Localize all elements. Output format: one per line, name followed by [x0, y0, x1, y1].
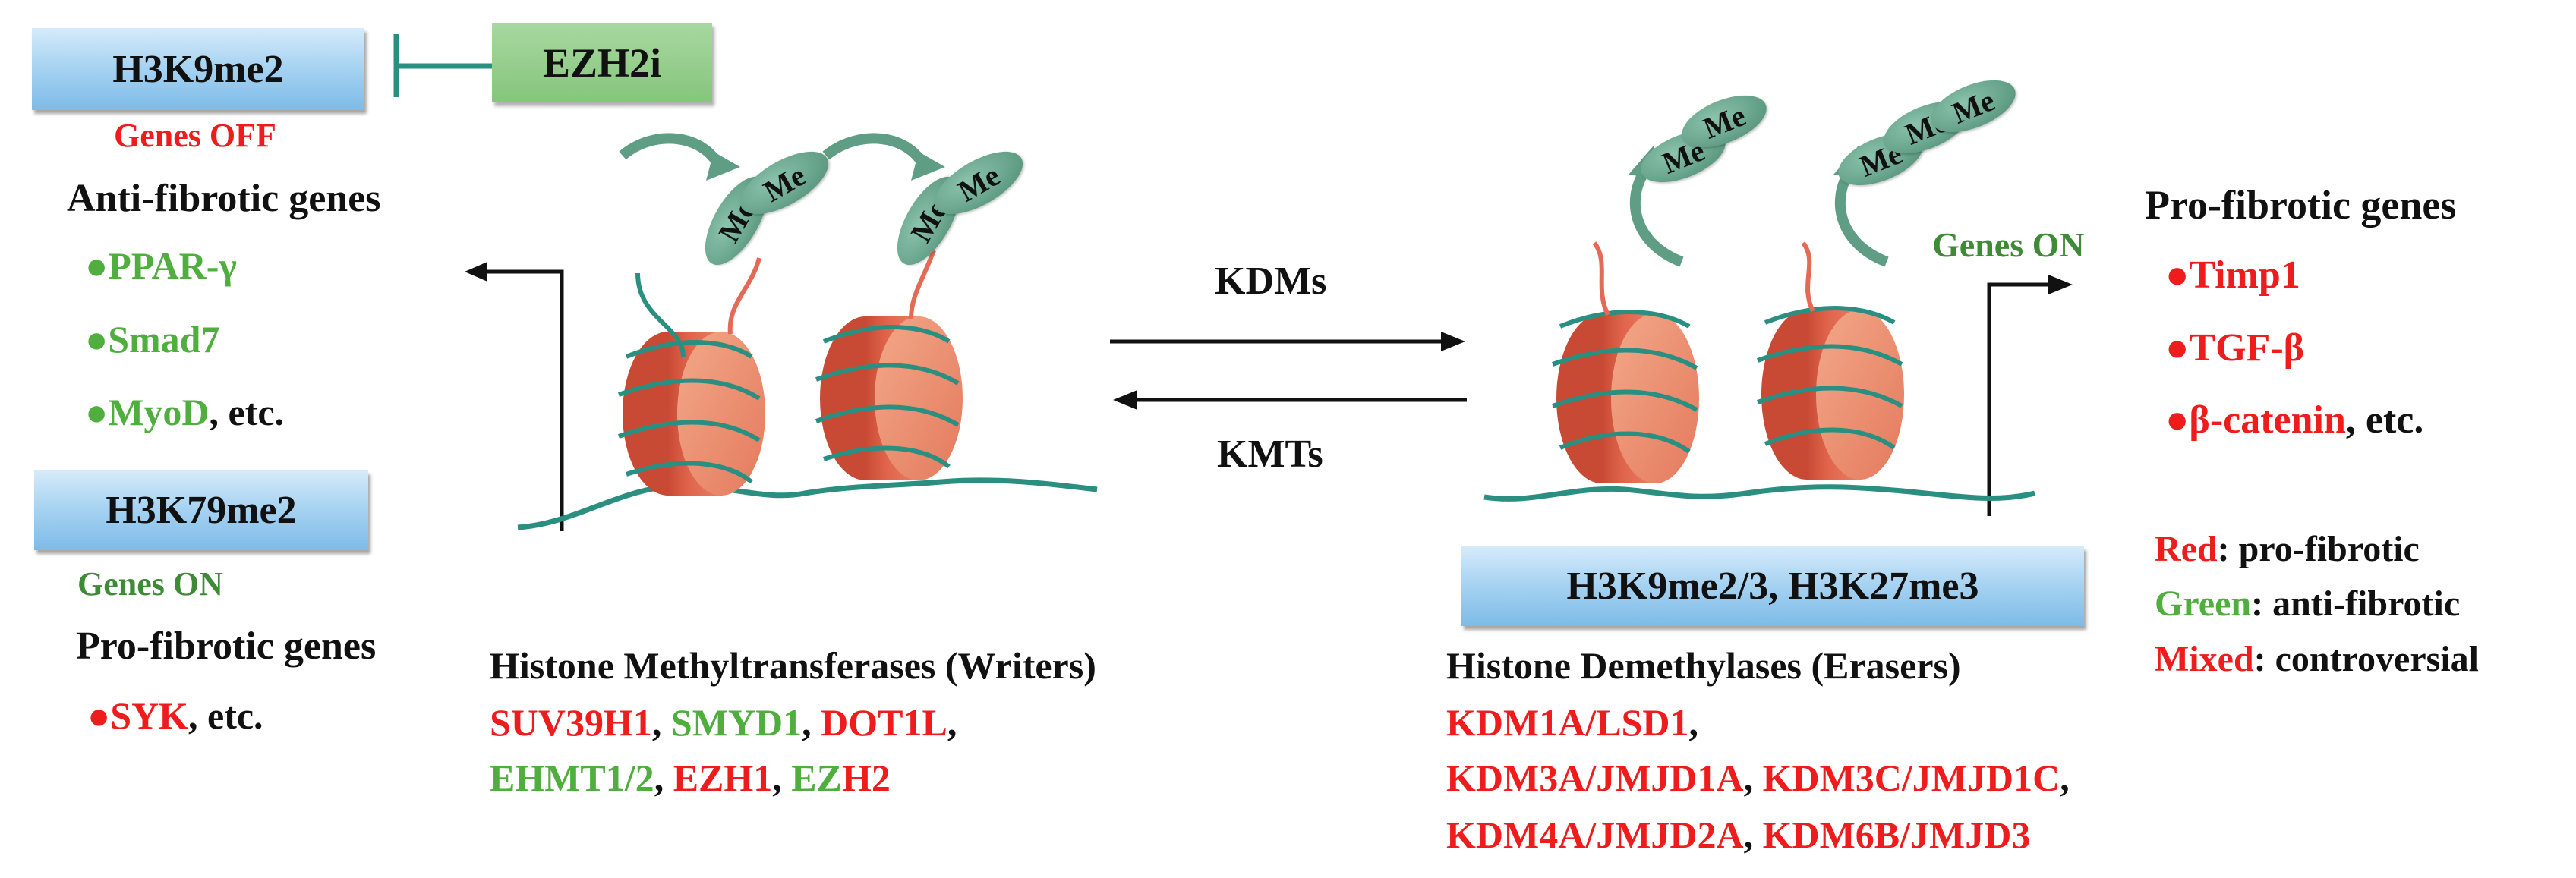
bullet-icon: ● [87, 694, 111, 737]
separator-text: , [772, 757, 792, 799]
legend-item-red: Red: pro-fibrotic [2155, 531, 2420, 568]
legend-desc: : anti-fibrotic [2251, 584, 2461, 624]
pro-gene-item: ●β-catenin, etc. [2165, 401, 2423, 440]
enzyme-name: EZ [791, 757, 842, 799]
gene-name: β-catenin [2189, 398, 2346, 442]
separator-text: , [2060, 757, 2070, 799]
h3k9me2-label: H3K9me2 [112, 47, 284, 91]
pro-gene-item: ●Timp1 [2165, 256, 2300, 295]
gene-suffix: , etc. [188, 694, 263, 737]
separator-text: , [1743, 757, 1763, 799]
writers-line-1: SUV39H1, SMYD1, DOT1L, [490, 703, 957, 741]
anti-gene-item: ●Smad7 [85, 320, 219, 358]
genes-on-label-left: Genes ON [77, 565, 223, 603]
enzyme-name: KDM6B/JMJD3 [1762, 813, 2031, 856]
ezh2i-box: EZH2i [492, 23, 712, 102]
enzyme-name: KDM3C/JMJD1C [1762, 757, 2060, 799]
enzyme-name: SUV39H1 [490, 701, 652, 744]
enzyme-name: KDM1A/LSD1 [1446, 701, 1689, 744]
separator-text: , [947, 701, 957, 744]
bullet-icon: ● [85, 244, 109, 287]
anti-gene-item: ●PPAR-γ [85, 247, 237, 285]
h3k79me2-label: H3K79me2 [106, 489, 297, 532]
enzyme-name: EZH1 [673, 757, 773, 799]
writers-line-2: EHMT1/2, EZH1, EZH2 [490, 759, 891, 797]
pro-gene-item: ●TGF-β [2165, 329, 2304, 368]
pro-fibrotic-heading-left: Pro-fibrotic genes [76, 625, 377, 668]
legend-item-mixed: Mixed: controversial [2155, 641, 2479, 678]
separator-text: , [651, 701, 671, 744]
kmts-arrow [1113, 390, 1467, 410]
gene-suffix: , etc. [2345, 398, 2424, 442]
pro-fibrotic-heading-right: Pro-fibrotic genes [2145, 182, 2457, 228]
enzyme-name: KDM3A/JMJD1A [1446, 757, 1744, 799]
bullet-icon: ● [85, 391, 109, 433]
h3k79me2-box: H3K79me2 [34, 470, 368, 550]
pro-gene-item: ●SYK, etc. [87, 697, 263, 735]
legend-key: Mixed [2155, 639, 2254, 679]
h3k9me2-box: H3K9me2 [32, 28, 364, 110]
erasers-heading: Histone Demethylases (Erasers) [1446, 644, 1961, 687]
bullet-icon: ● [85, 318, 109, 360]
anti-gene-item: ●MyoD, etc. [85, 393, 284, 431]
enzyme-name: H2 [841, 757, 891, 799]
anti-fibrotic-heading: Anti-fibrotic genes [67, 177, 381, 220]
enzyme-name: KDM4A/JMJD2A [1446, 813, 1744, 856]
legend-item-green: Green: anti-fibrotic [2155, 586, 2460, 622]
separator-text: , [1743, 813, 1763, 856]
writers-heading: Histone Methyltransferases (Writers) [490, 644, 1096, 687]
gene-name: TGF-β [2189, 326, 2305, 370]
gene-name: Timp1 [2189, 253, 2300, 297]
legend-key: Red [2155, 529, 2218, 569]
inhibition-symbol [393, 34, 492, 97]
gene-name: MyoD [108, 391, 210, 433]
bullet-icon: ● [2165, 253, 2190, 297]
genes-off-label: Genes OFF [114, 117, 276, 154]
left-expression-arrow [465, 262, 564, 531]
kdms-arrow [1110, 332, 1465, 351]
legend-desc: : pro-fibrotic [2217, 529, 2420, 569]
gene-name: PPAR-γ [108, 244, 237, 287]
nucleosome-pair-demethylated [1483, 146, 2035, 502]
bullet-icon: ● [2165, 398, 2190, 442]
separator-text: , [802, 701, 821, 744]
legend-desc: : controversial [2253, 639, 2480, 679]
right-expression-arrow [1987, 275, 2073, 516]
enzyme-name: SMYD1 [670, 701, 802, 744]
histone-octamer-right-1 [1552, 310, 1699, 483]
bullet-icon: ● [2165, 326, 2190, 370]
erasers-line-3: KDM4A/JMJD2A, KDM6B/JMJD3 [1446, 816, 2030, 854]
ezh2i-label: EZH2i [542, 39, 662, 86]
kmts-label: KMTs [1217, 433, 1323, 476]
histone-octamer-left-2 [815, 316, 963, 480]
erasers-line-1: KDM1A/LSD1, [1446, 703, 1698, 741]
erasers-line-2: KDM3A/JMJD1A, KDM3C/JMJD1C, [1446, 759, 2070, 797]
legend-key: Green [2155, 584, 2252, 624]
histone-octamer-right-2 [1757, 306, 1904, 480]
genes-on-label-right: Genes ON [1932, 225, 2085, 264]
h3k9me2-3-h3k27me3-box: H3K9me2/3, H3K27me3 [1461, 546, 2084, 626]
enzyme-name: EHMT1/2 [490, 757, 654, 799]
gene-name: SYK [110, 694, 189, 737]
separator-text: , [654, 757, 673, 799]
histone-octamer-left-1 [618, 272, 765, 496]
gene-name: Smad7 [108, 318, 220, 360]
enzyme-name: DOT1L [821, 701, 947, 744]
h3k-marks-label: H3K9me2/3, H3K27me3 [1566, 565, 1979, 608]
separator-text: , [1688, 701, 1698, 744]
nucleosome-pair-methylated [517, 133, 1098, 530]
gene-suffix: , etc. [209, 391, 285, 433]
kdms-label: KDMs [1215, 260, 1327, 303]
